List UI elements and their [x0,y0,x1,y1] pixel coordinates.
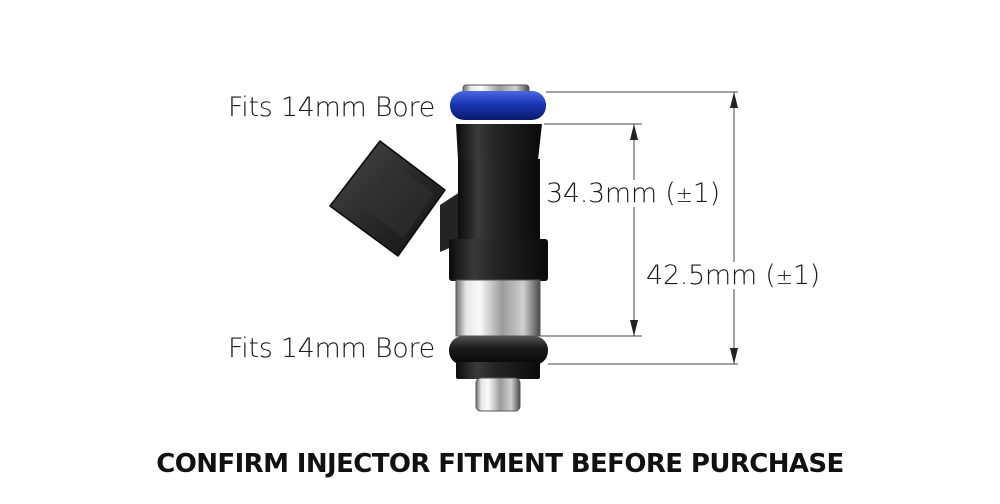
collar-band [449,239,548,281]
top-o-ring [450,91,546,120]
outer-dimension-label: 42.5mm (±1) [642,262,824,289]
nozzle-tip [475,377,521,412]
inner-dimension-value: 34.3mm [546,178,657,209]
bottom-bore-label: Fits 14mm Bore [228,333,435,364]
inner-tolerance-value: 1 [692,178,710,209]
lower-body [456,362,540,379]
inner-tolerance-close: ) [709,178,721,209]
dimension-arrows [630,92,738,364]
outer-tolerance-close: ) [809,260,821,291]
inner-tolerance-open: ( [665,178,676,209]
middle-body [458,159,540,243]
inner-dimension-label: 34.3mm (±1) [546,180,724,207]
outer-tolerance-open: ( [765,260,776,291]
bottom-o-ring [449,336,548,365]
outer-dimension-value: 42.5mm [646,260,757,291]
dimension-lines [540,91,738,365]
top-bore-label: Fits 14mm Bore [228,92,435,123]
outer-tolerance-value: 1 [792,260,810,291]
upper-body [456,124,542,160]
inner-tolerance-symbol: ± [675,183,693,207]
electrical-connector [329,140,446,257]
outer-tolerance-symbol: ± [775,265,793,289]
fitment-notice: CONFIRM INJECTOR FITMENT BEFORE PURCHASE [156,449,844,479]
metal-section [455,279,541,337]
